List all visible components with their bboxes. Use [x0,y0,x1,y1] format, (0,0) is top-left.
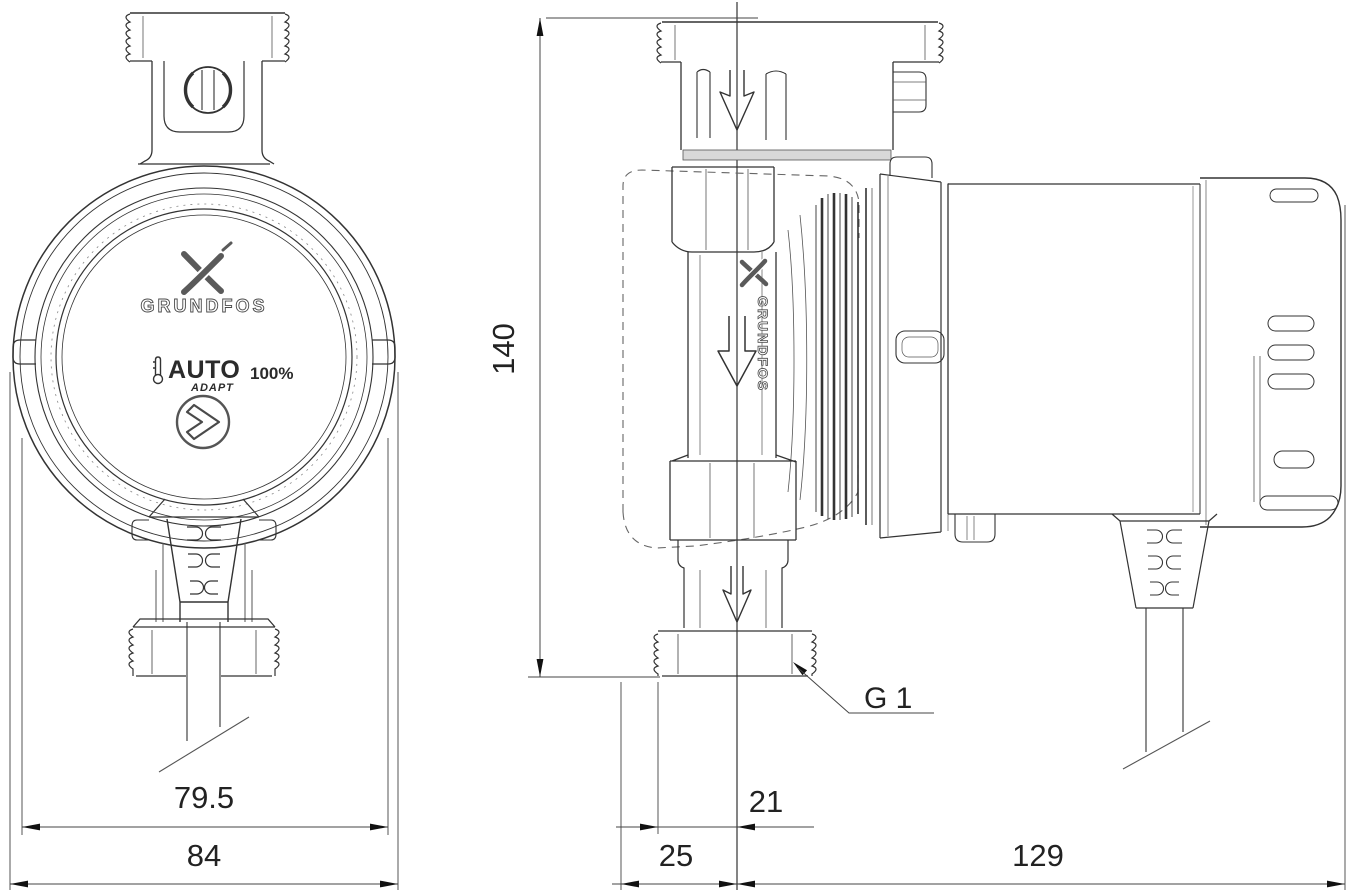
vent-slot [1273,450,1315,469]
flange-clip-bottom [954,514,996,543]
grundfos-x-mark [179,241,233,297]
insulation-shell-dashed [622,169,860,549]
grundfos-logo-side: GRUNDFOS [738,257,771,393]
center-offset-21-label: 21 [749,784,783,819]
cable-gland-side [1111,513,1218,609]
center-offset-25-label: 25 [659,838,693,873]
capacity-label: 100% [250,364,293,383]
dimension-housing-width: 79.5 [21,438,389,835]
thermometer-icon [152,356,164,385]
auto-adapt-label: AUTO ADAPT 100% [152,356,293,394]
grundfos-logo-text: GRUNDFOS [141,296,268,316]
housing-width-label: 79.5 [174,780,234,815]
grundfos-logo-front: GRUNDFOS [140,241,268,316]
grundfos-logo-text-vertical: GRUNDFOS [755,296,771,392]
vent-slot [1267,315,1315,332]
leader-arrowhead [793,662,808,676]
dimension-center-offset-25: 25 [612,682,737,890]
front-view: GRUNDFOS AUTO ADAPT 100% [12,12,396,773]
flow-arrow-top-icon [719,70,755,131]
mode-sub-label: ADAPT [190,382,234,394]
fitting-tab [893,71,927,113]
pump-head-bracket [138,61,275,165]
motor-end-cap [1200,177,1342,528]
power-cable-front [158,622,250,773]
inlet-fitting-side [680,62,927,161]
clamp-ring [815,188,873,525]
port-height-label: 140 [486,323,521,375]
flow-arrow-main-icon [717,316,757,387]
break-line [158,716,250,773]
vent-slot [1267,373,1315,390]
dimension-length-129: 129 [737,205,1346,890]
chevron-right-icon [185,403,221,441]
vent-screw [183,66,233,114]
union-nut-bottom-side [653,630,817,677]
control-button [175,394,231,450]
mounting-clip-left [12,339,36,365]
dimensions-layer: 79.5 84 140 21 [9,17,1346,890]
length-129-label: 129 [1012,838,1064,873]
dimension-center-offset-21: 21 [616,682,814,834]
mode-label: AUTO [168,356,240,384]
flange-window [895,330,945,364]
union-nut-bottom-front [128,618,280,677]
dimension-overall-width: 84 [9,372,399,890]
cable-gland-front [131,498,277,622]
vent-slot [1269,188,1319,203]
motor-housing [947,183,1201,515]
union-nut-top-side [656,21,944,64]
mounting-clip-right [372,339,396,365]
thread-callout: G 1 [793,662,934,715]
dimension-port-height: 140 [486,17,758,678]
gasket [682,149,892,161]
grundfos-x-mark [738,257,769,289]
motor-flange [879,156,996,543]
vent-slot [1259,495,1339,511]
vent-slot [1267,344,1315,361]
side-view: GRUNDFOS [622,2,1342,890]
pump-pipe-side [669,166,808,628]
break-line [1122,720,1211,770]
thread-size-label: G 1 [864,682,912,715]
overall-width-label: 84 [187,838,221,873]
power-cable-side [1122,608,1211,770]
union-nut-top-front [125,12,290,63]
flow-arrow-bottom-icon [722,566,752,623]
leader-line [797,667,934,714]
flange-clip-top [889,156,933,178]
